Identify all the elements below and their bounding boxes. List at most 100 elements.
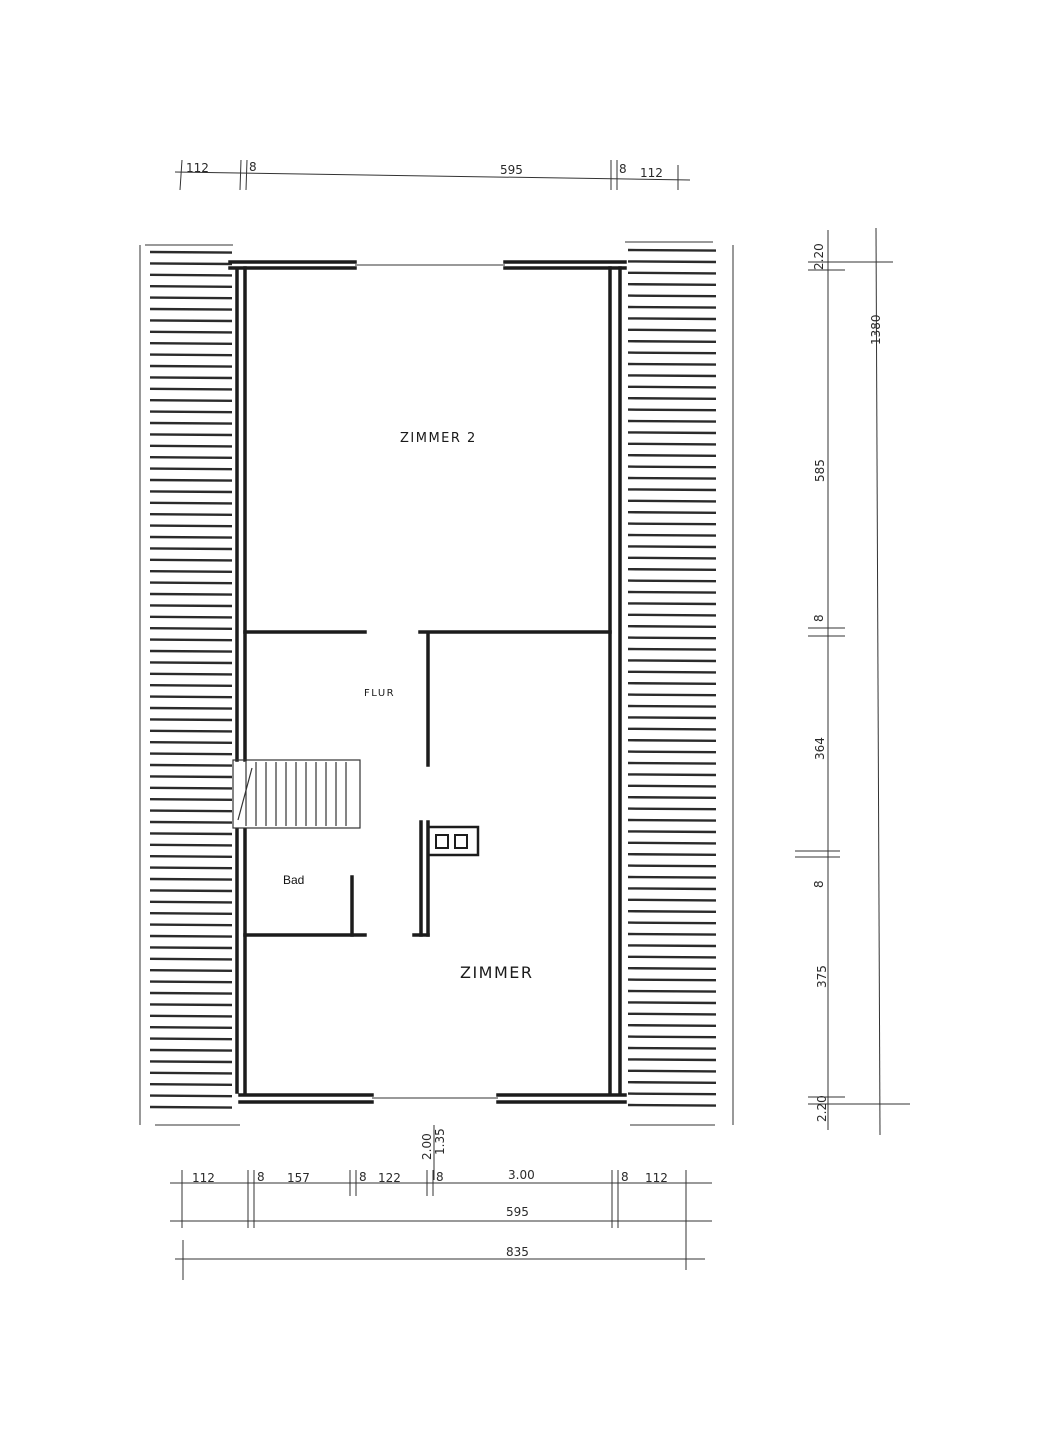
roof-tile-line	[627, 328, 717, 332]
roof-tile-line	[149, 581, 233, 585]
roof-tile-line	[149, 809, 233, 813]
roof-tile-line	[627, 989, 717, 993]
roof-tile-line	[149, 969, 233, 972]
roof-tile-line	[627, 955, 717, 959]
dim-bottom-seg3: 3.00	[508, 1168, 535, 1182]
roof-tile-line	[149, 501, 233, 505]
roof-tile-line	[627, 556, 717, 560]
roof-tile-line	[627, 807, 717, 811]
roof-tile-line	[149, 604, 233, 608]
dim-right-middle: 364	[813, 737, 827, 760]
roof-tile-line	[627, 659, 717, 663]
roof-tile-line	[149, 900, 233, 904]
roof-tile-line	[149, 262, 233, 266]
roof-tile-line	[149, 524, 233, 528]
roof-tile-line	[149, 843, 233, 847]
roof-tile-line	[627, 1046, 717, 1050]
roof-tile-line	[149, 342, 233, 345]
roof-tile-line	[149, 535, 233, 539]
roof-tile-line	[149, 1094, 233, 1098]
roof-tile-line	[149, 672, 233, 676]
roof-tile-line	[149, 399, 233, 402]
roof-tile-line	[149, 798, 233, 801]
roof-tile-line	[627, 476, 717, 480]
stair-direction-line	[237, 767, 253, 821]
dim-bottom-total: 835	[506, 1245, 529, 1259]
roof-tile-line	[627, 271, 717, 275]
roof-tile-line	[627, 454, 717, 457]
dim-door-a: 2.00	[420, 1133, 434, 1160]
roof-tile-line	[149, 934, 233, 938]
roof-tile-line	[627, 898, 717, 902]
roof-tile-line	[149, 250, 233, 254]
roof-tile-line	[149, 1025, 233, 1030]
roof-tile-line	[627, 750, 717, 754]
roof-tile-line	[149, 467, 233, 471]
roof-tile-line	[149, 513, 233, 516]
roof-tile-line	[149, 285, 233, 288]
roof-tile-line	[149, 684, 233, 687]
roof-tile-line	[149, 741, 233, 744]
roof-tile-line	[149, 296, 233, 300]
roof-tile-line	[149, 547, 233, 551]
roof-tile-line	[627, 488, 717, 492]
dim-top-span: 595	[500, 163, 523, 177]
roof-tile-line	[149, 763, 233, 767]
roof-tile-line	[149, 444, 233, 448]
roof-tile-line	[627, 590, 717, 594]
roof-tile-line	[149, 353, 233, 357]
dimension-top: 112 8 595 8 112	[174, 159, 691, 191]
roof-tile-line	[149, 421, 233, 425]
roof-tile-line	[149, 433, 233, 437]
roof-tile-line	[627, 351, 717, 355]
roof-tile-line	[627, 613, 717, 617]
roof-tile-line	[627, 465, 717, 469]
roof-tile-line	[627, 727, 717, 731]
roof-tile-line	[149, 319, 233, 323]
roof-tile-line	[149, 376, 233, 380]
roof-tile-line	[627, 511, 717, 514]
roof-tile-line	[627, 294, 717, 298]
roof-tile-line	[627, 248, 717, 252]
roof-tile-line	[627, 739, 717, 742]
roof-tile-line	[627, 579, 717, 583]
roof-tile-line	[627, 864, 717, 868]
roof-tile-line	[149, 456, 233, 459]
roof-tile-line	[627, 830, 717, 834]
dim-top-right-overhang: 112	[640, 166, 663, 180]
roof-tile-line	[627, 1023, 717, 1028]
roof-tile-line	[149, 558, 233, 562]
roof-tile-line	[149, 923, 233, 927]
roof-tile-line	[627, 362, 717, 366]
roof-tile-line	[627, 636, 717, 640]
roof-tile-line	[627, 967, 717, 970]
roof-tile-line	[627, 533, 717, 537]
dim-bottom-seg1: 157	[287, 1171, 310, 1185]
roof-tile-line	[149, 855, 233, 858]
roof-tile-line	[149, 957, 233, 961]
roof-tile-line	[149, 832, 233, 836]
roof-tile-line	[149, 478, 233, 482]
dim-bottom-seg2: 122	[378, 1171, 401, 1185]
roof-tile-line	[627, 625, 717, 628]
roof-tile-line	[627, 340, 717, 343]
dim-top-right-wall: 8	[619, 162, 627, 176]
roof-tile-line	[627, 283, 717, 286]
chimney	[426, 825, 480, 857]
dim-bottom-wall3: 8	[436, 1170, 444, 1184]
roof-tile-line	[627, 442, 717, 446]
roof-tile-line	[627, 1035, 717, 1039]
roof-tile-line	[627, 1069, 717, 1073]
dim-right-total: 1380	[869, 314, 883, 345]
dim-door-b: 1.35	[433, 1128, 447, 1155]
roof-tile-line	[627, 374, 717, 378]
dim-bottom-wall1: 8	[257, 1170, 265, 1184]
roof-tile-line	[149, 706, 233, 710]
roof-tile-line	[627, 682, 717, 685]
roof-tile-line	[627, 545, 717, 549]
dim-top-left-overhang: 112	[186, 161, 209, 175]
roof-tile-line	[627, 693, 717, 697]
dimension-right: 2.20 1380 585 8 364 8 375 2.20	[795, 227, 910, 1136]
roof-tile-line	[627, 944, 717, 948]
